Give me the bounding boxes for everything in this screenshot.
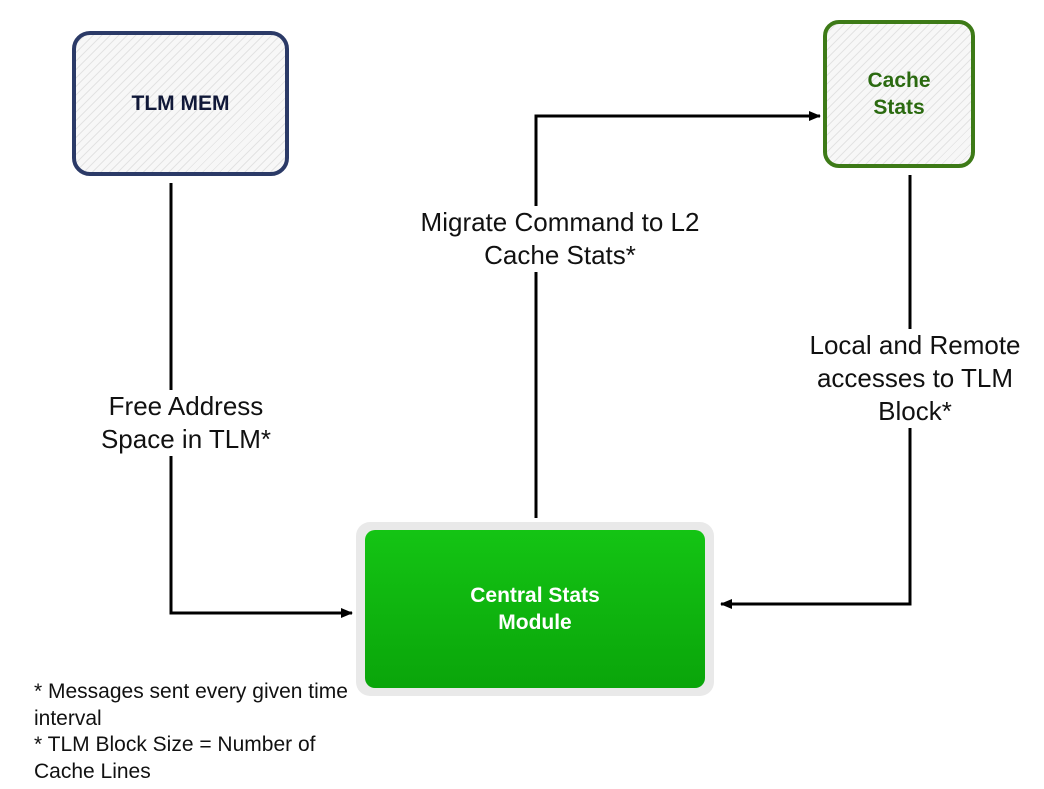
connector-free-address	[169, 183, 353, 618]
node-cache-stats-label: Cache Stats	[867, 69, 931, 119]
connector-local-remote	[720, 175, 912, 609]
node-tlm-mem-label: TLM MEM	[131, 91, 230, 115]
edge-label-free-address: Free Address Space in TLM*	[72, 390, 300, 456]
footnote-block-size: * TLM Block Size = Number of Cache Lines	[34, 733, 316, 783]
footnote-interval: * Messages sent every given time interva…	[34, 680, 348, 730]
connector-migrate-command	[534, 111, 821, 518]
edge-label-local-remote: Local and Remote accesses to TLM Block*	[788, 329, 1042, 428]
footnotes: * Messages sent every given time interva…	[34, 679, 354, 785]
node-tlm-mem: TLM MEM	[72, 31, 289, 176]
node-cache-stats: Cache Stats	[823, 20, 975, 168]
node-central-stats-label: Central Stats Module	[470, 584, 600, 634]
node-central-stats: Central Stats Module	[365, 530, 705, 688]
edge-label-migrate-command: Migrate Command to L2 Cache Stats*	[388, 206, 732, 272]
